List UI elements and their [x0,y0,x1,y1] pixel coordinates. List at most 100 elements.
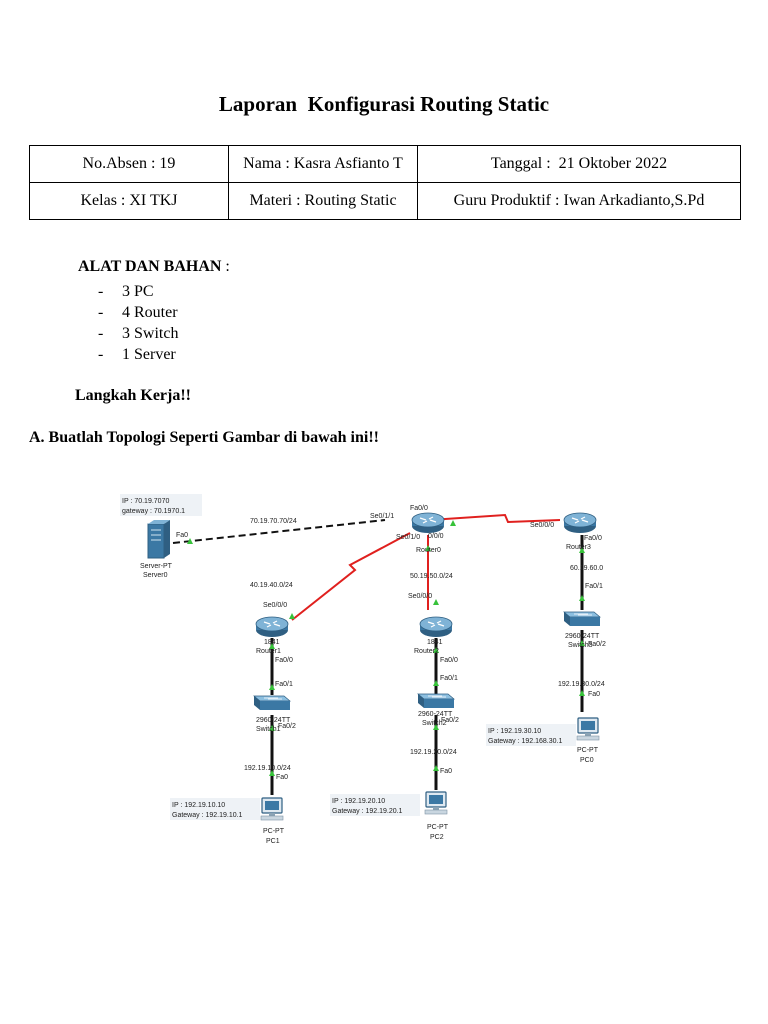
port-indicator-icon [433,765,439,771]
pc2-type-label: PC-PT [427,824,449,831]
switch1-model-label: 2960-24TT [256,717,291,724]
lan1-label: 192.19.10.0/24 [244,765,291,772]
router0-port-label: 0/0/0 [428,533,444,540]
link-label-r0-r2: 50.19.50.0/24 [410,573,453,580]
pc1-type-label: PC-PT [263,828,285,835]
router2-port-label: Se0/0/0 [408,593,432,600]
list-dash: - [98,346,104,363]
switch2-port-label: Fa0/1 [440,675,458,682]
alat-heading-colon: : [221,258,230,275]
port-indicator-icon [289,613,295,619]
pc0-name-label: PC0 [580,757,594,764]
switch1-port-label: Fa0/1 [275,681,293,688]
pc2-note-ip: IP : 192.19.20.10 [332,798,385,805]
pc1-note-box [170,798,260,820]
table-cell-nama: Nama : Kasra Asfianto T [228,145,418,183]
router1-name-label: Router1 [256,648,281,655]
router1-model-label: 1841 [264,639,280,646]
router1-fa-label: Fa0/0 [275,657,293,664]
pc0-icon[interactable] [576,717,600,741]
port-indicator-icon [433,599,439,605]
switch2-name-label: Switch2 [422,720,447,727]
alat-heading-text: ALAT DAN BAHAN [78,258,222,275]
switch3-model-label: 2960-24TT [565,633,600,640]
server-icon[interactable] [147,520,170,559]
switch1-icon[interactable] [253,695,291,711]
port-indicator-icon [579,595,585,601]
link-label-server-router: 70.19.70.70/24 [250,518,297,525]
server-port-label: Fa0 [176,532,188,539]
router3-fa-label: Fa0/0 [584,535,602,542]
pc0-note-gateway: Gateway : 192.168.30.1 [488,738,562,745]
alat-list: - 3 PC - 4 Router - 3 Switch - 1 Server [98,281,178,365]
switch2-port-label: Fa0/2 [441,717,459,724]
table-row: No.Absen : 19 Nama : Kasra Asfianto T Ta… [29,145,741,183]
server-note-gateway: gateway : 70.1970.1 [122,508,185,515]
table-cell-guru: Guru Produktif : Iwan Arkadianto,S.Pd [417,182,741,220]
router3-port-label: Se0/0/0 [530,522,554,529]
port-indicator-icon [579,690,585,696]
router3-name-label: Router3 [566,544,591,551]
pc2-port-label: Fa0 [440,768,452,775]
switch2-icon[interactable] [417,693,455,709]
pc2-note-box [330,794,420,816]
table-cell-absen: No.Absen : 19 [29,145,229,183]
switch2-model-label: 2960-24TT [418,711,453,718]
pc1-port-label: Fa0 [276,774,288,781]
pc1-icon[interactable] [260,797,284,821]
link-label-r3-sw: 60.19.60.0 [570,565,603,572]
router2-icon[interactable] [419,616,453,638]
router0-port-label: Se0/1/1 [370,513,394,520]
router3-icon[interactable] [563,512,597,534]
document-title: Laporan Konfigurasi Routing Static [218,92,550,116]
link-server-router0 [172,519,386,544]
list-dash: - [98,325,104,342]
lan3-label: 192.19.30.0/24 [558,681,605,688]
switch3-port-label: Fa0/2 [588,641,606,648]
list-item-text: 1 Server [122,346,176,363]
switch3-port-label: Fa0/1 [585,583,603,590]
list-item: - 3 Switch [98,323,178,344]
port-indicator-icon [433,680,439,686]
router0-icon[interactable] [411,512,445,534]
server-note-box [120,494,202,516]
list-dash: - [98,283,104,300]
pc2-icon[interactable] [424,791,448,815]
list-item: - 4 Router [98,302,178,323]
list-item-text: 4 Router [122,304,178,321]
router2-name-label: Router2 [414,648,439,655]
link-label-r0-r1: 40.19.40.0/24 [250,582,293,589]
link-router0-router1 [291,532,411,621]
list-item-text: 3 Switch [122,325,179,342]
pc1-note-ip: IP : 192.19.10.10 [172,802,225,809]
switch1-name-label: Switch1 [256,726,281,733]
section-a-heading: A. Buatlah Topologi Seperti Gambar di ba… [29,429,379,446]
router1-port-label: Se0/0/0 [263,602,287,609]
table-cell-tanggal: Tanggal : 21 Oktober 2022 [417,145,741,183]
alat-heading: ALAT DAN BAHAN : [78,258,230,276]
list-item: - 3 PC [98,281,178,302]
pc0-port-label: Fa0 [588,691,600,698]
list-item: - 1 Server [98,344,178,365]
switch3-icon[interactable] [563,611,601,627]
server-type-label: Server-PT [140,563,173,570]
table-cell-kelas: Kelas : XI TKJ [29,182,229,220]
switch3-name-label: Switch3 [568,642,593,649]
pc2-note-gateway: Gateway : 192.19.20.1 [332,808,403,815]
lan2-label: 192.19.20.0/24 [410,749,457,756]
network-topology-diagram: IP : 70.19.7070 gateway : 70.1970.1 Fa0 … [120,494,606,845]
pc0-note-box [486,724,576,746]
pc2-name-label: PC2 [430,834,444,841]
pc0-type-label: PC-PT [577,747,599,754]
list-item-text: 3 PC [122,283,154,300]
server-name-label: Server0 [143,572,168,579]
info-table: No.Absen : 19 Nama : Kasra Asfianto T Ta… [29,145,741,220]
table-row: Kelas : XI TKJ Materi : Routing Static G… [29,182,741,220]
router1-icon[interactable] [255,616,289,638]
list-dash: - [98,304,104,321]
langkah-heading: Langkah Kerja!! [75,387,191,404]
table-cell-materi: Materi : Routing Static [228,182,418,220]
switch1-port-label: Fa0/2 [278,723,296,730]
router0-name-label: Router0 [416,547,441,554]
port-indicator-icon [450,520,456,526]
